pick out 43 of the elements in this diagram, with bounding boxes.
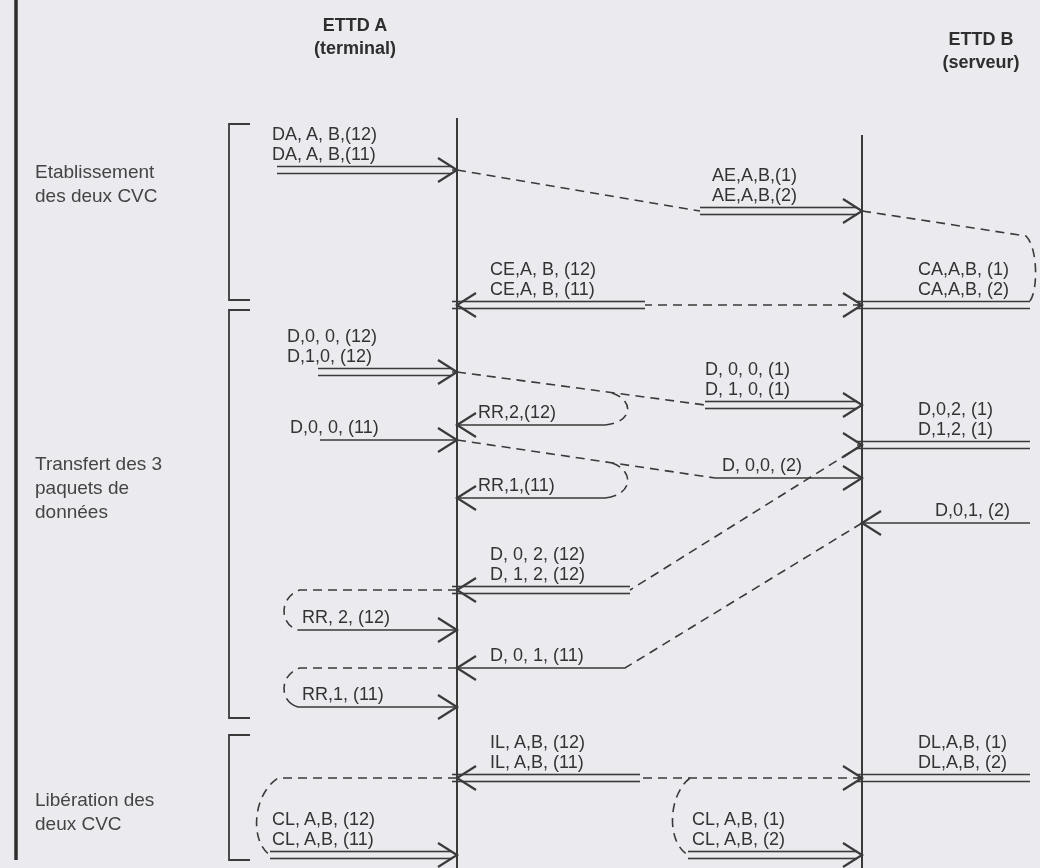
message-label: D,0,2, (1) D,1,2, (1)	[918, 398, 995, 439]
message-label: D,0, 0, (12) D,1,0, (12)	[287, 325, 379, 366]
message-arrow	[841, 764, 1031, 792]
message-arrow	[319, 426, 459, 454]
message-label: CL, A,B, (12) CL, A,B, (11)	[272, 808, 377, 849]
message-label: RR,1,(11)	[478, 474, 555, 495]
message-label: RR, 2, (12)	[302, 606, 391, 627]
message-arrow	[841, 291, 1031, 319]
message-label: D, 0, 2, (12) D, 1, 2, (12)	[490, 543, 587, 584]
message-label: DL,A,B, (1) DL,A,B, (2)	[918, 731, 1009, 772]
message-arrow	[452, 764, 863, 792]
message-label: CA,A,B, (1) CA,A,B, (2)	[918, 258, 1011, 299]
message-label: D, 0,0, (2)	[722, 454, 803, 475]
message-arrow	[455, 522, 863, 682]
message-arrow	[276, 156, 459, 184]
connector-line	[861, 210, 1037, 302]
message-label: AE,A,B,(1) AE,A,B,(2)	[712, 164, 799, 205]
message-label: CL, A,B, (1) CL, A,B, (2)	[692, 808, 787, 849]
message-arrow	[452, 291, 863, 319]
message-label: DA, A, B,(12) DA, A, B,(11)	[272, 123, 379, 164]
message-label: D,0, 0, (11)	[290, 416, 379, 437]
message-label: D,0,1, (2)	[935, 499, 1011, 520]
lifeline	[456, 118, 458, 868]
phase-label: Libération des deux CVC	[35, 788, 156, 836]
message-label: D, 0, 1, (11)	[490, 644, 584, 665]
message-arrow	[455, 462, 629, 512]
phase-label: Etablissement des deux CVC	[35, 160, 159, 208]
message-label: RR,2,(12)	[478, 401, 557, 422]
message-arrow	[455, 392, 629, 439]
lane-heading: ETTD A (terminal)	[313, 14, 397, 59]
message-arrow	[860, 509, 1031, 537]
message-arrow	[283, 667, 459, 721]
message-label: CE,A, B, (12) CE,A, B, (11)	[490, 258, 598, 299]
message-label: RR,1, (11)	[302, 683, 384, 704]
message-label: D, 0, 0, (1) D, 1, 0, (1)	[705, 358, 792, 399]
phase-label: Transfert des 3 paquets de données	[35, 452, 164, 524]
lifeline	[861, 135, 863, 868]
lane-heading: ETTD B (serveur)	[941, 28, 1021, 73]
message-arrow	[841, 431, 1031, 459]
message-arrow	[456, 439, 864, 492]
message-arrow	[317, 358, 459, 386]
message-arrow	[283, 589, 459, 644]
message-label: IL, A,B, (12) IL, A,B, (11)	[490, 731, 587, 772]
